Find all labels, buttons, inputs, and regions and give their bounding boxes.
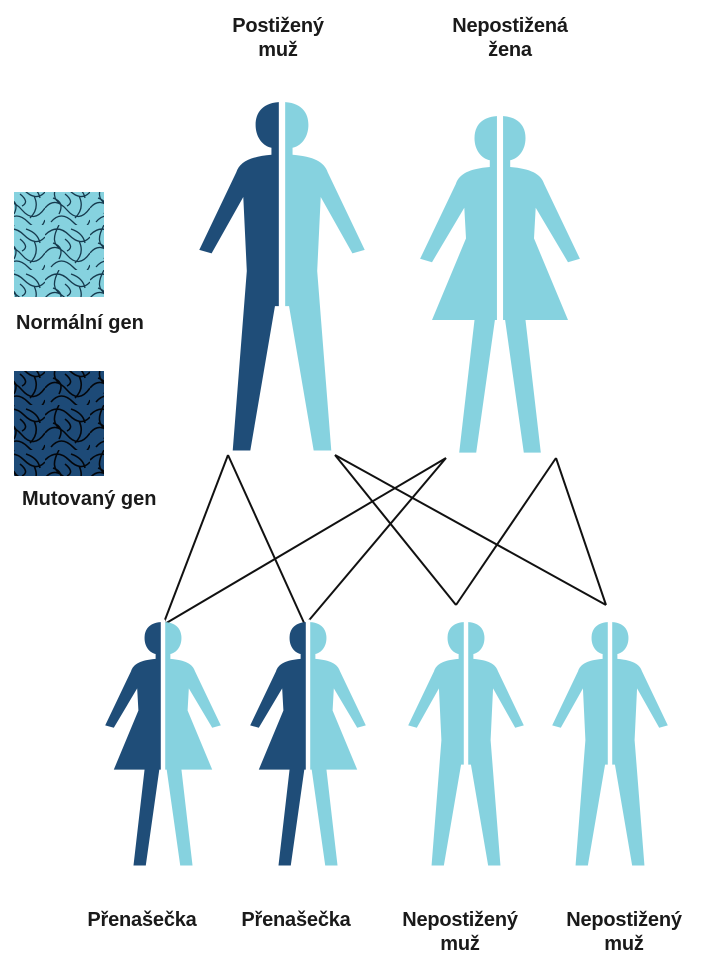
- child-figure-2: [250, 620, 366, 868]
- child-label-4-line2: muž: [566, 932, 682, 956]
- child-label-1-line1: Přenašečka: [87, 908, 196, 932]
- child-figure-1: [105, 620, 221, 868]
- normal-gene-swatch: [14, 192, 104, 297]
- inheritance-line: [305, 458, 446, 625]
- child-figure-4: [552, 620, 668, 868]
- normal-gene-label: Normální gen: [16, 312, 144, 335]
- inheritance-line: [335, 455, 456, 605]
- inheritance-line: [163, 455, 228, 625]
- child-label-3: Nepostižený muž: [402, 908, 518, 956]
- inheritance-line: [228, 455, 305, 625]
- child-label-2: Přenašečka: [241, 908, 350, 932]
- mother-figure: [420, 113, 580, 456]
- father-label: Postižený muž: [232, 14, 324, 62]
- father-label-line1: Postižený: [232, 14, 324, 38]
- child-label-4: Nepostižený muž: [566, 908, 682, 956]
- inheritance-line: [556, 458, 606, 605]
- child-label-2-line1: Přenašečka: [241, 908, 350, 932]
- mother-label-line2: žena: [452, 38, 568, 62]
- child-label-3-line2: muž: [402, 932, 518, 956]
- mutant-gene-swatch: [14, 371, 104, 476]
- mother-label: Nepostižená žena: [452, 14, 568, 62]
- child-figure-3: [408, 620, 524, 868]
- inheritance-lines: [163, 455, 606, 625]
- inheritance-line: [456, 458, 556, 605]
- mother-label-line1: Nepostižená: [452, 14, 568, 38]
- child-label-3-line1: Nepostižený: [402, 908, 518, 932]
- child-label-4-line1: Nepostižený: [566, 908, 682, 932]
- father-figure: [199, 98, 364, 454]
- mutant-gene-label: Mutovaný gen: [22, 488, 156, 511]
- father-label-line2: muž: [232, 38, 324, 62]
- child-label-1: Přenašečka: [87, 908, 196, 932]
